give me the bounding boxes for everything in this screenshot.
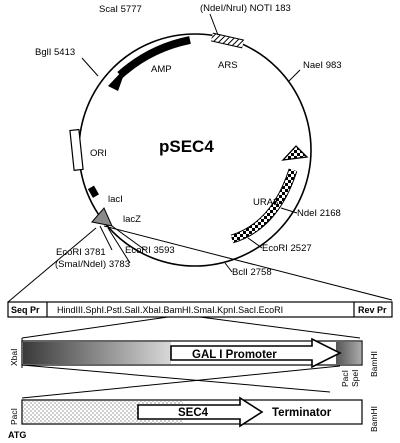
paci-left-vertical-label: PacI (9, 408, 19, 425)
laci-label: lacI (108, 194, 123, 205)
sec4-label: SEC4 (178, 407, 209, 419)
smai-ndei-tick (107, 227, 131, 264)
bgli-tick (81, 57, 99, 77)
promoter-bamhi-region (336, 342, 361, 364)
ecori-2527-label: EcoRI 2527 (262, 243, 312, 254)
expansion-line-right (103, 225, 393, 301)
bamhi-expansion-line (199, 316, 361, 339)
ecori-3593-tick (111, 225, 146, 251)
ura3-arrowhead (281, 145, 309, 161)
naei-tick (287, 69, 301, 83)
lower-expansion-line-right (21, 365, 341, 399)
seq-pr-label: Seq Pr (11, 305, 40, 315)
lower-expansion-line-left (21, 364, 331, 393)
lacz-arrow (91, 207, 113, 227)
naei-label: NaeI 983 (303, 60, 342, 71)
bcli-tick (224, 262, 233, 273)
spei-vertical-label: SpeI (350, 370, 360, 388)
bamhi-vertical-label-top: BamHI (369, 351, 379, 377)
scai-tick (149, 42, 171, 58)
gal1-promoter-label: GAL I Promoter (192, 349, 277, 361)
noti-label: (NdeI/NruI) NOTI 183 (200, 3, 291, 14)
ndei-tick (280, 207, 298, 214)
bcli-label: BclI 2758 (232, 267, 272, 278)
atg-label: ATG (8, 430, 26, 440)
ori-box (69, 128, 84, 171)
promoter-shaded-region (23, 342, 171, 364)
amp-label: AMP (151, 64, 172, 75)
ura3-arrow (230, 168, 297, 243)
ura3-label: URA3 (253, 197, 278, 208)
ars-label: ARS (218, 60, 238, 71)
mcs-sites-label: HindIII.SphI.PstI.SalI.XbaI.BamHI.SmaI.K… (57, 305, 283, 315)
noti-tick (209, 13, 219, 36)
ars-segment (211, 33, 244, 48)
xbai-vertical-label: XbaI (9, 349, 19, 367)
laci-block (87, 185, 99, 198)
bgli-label: BglI 5413 (35, 47, 75, 58)
amp-arrowhead (108, 66, 127, 91)
smai-ndei-label: (SmaI/NdeI) 3783 (55, 259, 130, 270)
ecori-3781-tick (99, 225, 113, 251)
ecori-2527-tick (247, 237, 263, 249)
lacz-label: lacZ (123, 214, 141, 225)
amp-gene-arrow (117, 36, 191, 78)
ecori-3781-label: EcoRI 3781 (56, 247, 106, 258)
paci-vertical-label: PacI (340, 370, 350, 387)
rev-pr-label: Rev Pr (358, 305, 387, 315)
ecori-3593-label: EcoRI 3593 (125, 245, 175, 256)
gal1-promoter-arrow (170, 337, 342, 369)
plasmid-name: pSEC4 (159, 137, 214, 156)
sec4-arrow (137, 396, 264, 428)
terminator-label: Terminator (272, 407, 332, 419)
xbai-expansion-line (21, 316, 169, 339)
expansion-line-left (7, 227, 97, 303)
bamhi-vertical-label-bottom: BamHI (369, 406, 379, 432)
ndei-label: NdeI 2168 (297, 208, 341, 219)
scai-label: ScaI 5777 (99, 4, 142, 15)
ori-label: ORI (90, 148, 107, 159)
